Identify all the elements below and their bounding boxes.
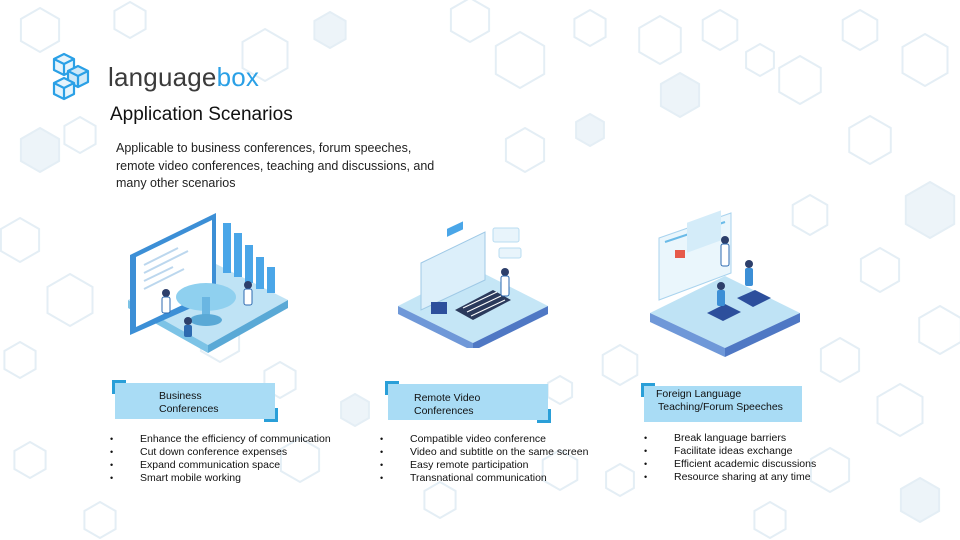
hexagon-shape — [46, 272, 94, 328]
hexagon-shape — [546, 374, 574, 406]
hexagon-shape — [113, 0, 147, 40]
hexagon-shape — [876, 382, 924, 438]
list-item: Easy remote participation — [380, 459, 588, 472]
hexagon-shape — [83, 500, 117, 540]
hexagon-shape — [0, 216, 41, 264]
hexagon-shape — [659, 71, 701, 119]
hexagon-shape — [241, 27, 289, 83]
list-item: Efficient academic discussions — [644, 458, 816, 471]
brand-logo: languagebox — [46, 48, 276, 104]
card-corner-bottom-right — [537, 409, 551, 423]
list-item: Transnational communication — [380, 472, 588, 485]
hexagon-shape — [848, 114, 892, 166]
business-meeting-illustration — [118, 205, 298, 355]
list-item: Smart mobile working — [110, 472, 331, 485]
scenario-bullets-business: Enhance the efficiency of communication … — [110, 433, 331, 485]
scenario-title-teaching: Foreign Language Teaching/Forum Speeches — [656, 388, 783, 413]
hexagon-shape — [19, 126, 61, 174]
intro-text: Applicable to business conferences, foru… — [116, 141, 435, 190]
hexagon-shape — [504, 126, 546, 174]
scenario-title-business: Business Conferences — [159, 390, 219, 415]
hexagon-shape — [901, 32, 949, 88]
hexagon-shape — [313, 10, 347, 50]
brand-name-part1: language — [108, 62, 217, 92]
hexagon-shape — [819, 336, 861, 384]
brand-wordmark: languagebox — [108, 62, 259, 93]
hexagon-shape — [791, 193, 829, 237]
hexagon-shape — [601, 343, 639, 387]
card-corner-top-left — [385, 381, 399, 395]
scenario-card-remote-video: Remote Video Conferences — [385, 381, 551, 423]
hexagon-shape — [423, 480, 457, 520]
card-corner-bottom-right — [264, 408, 278, 422]
hexagon-shape — [809, 446, 851, 494]
hexagon-shape — [263, 360, 297, 400]
hexagon-shape — [638, 14, 682, 66]
hexagon-shape — [841, 8, 879, 52]
hexagon-shape — [918, 304, 960, 356]
hexagon-shape — [340, 392, 370, 428]
hexagon-shape — [859, 246, 901, 294]
teaching-forum-illustration — [645, 208, 805, 358]
hexagon-shape — [701, 8, 739, 52]
list-item: Cut down conference expenses — [110, 446, 331, 459]
scenario-title-remote-video: Remote Video Conferences — [414, 392, 481, 417]
brand-name-part2: box — [216, 62, 260, 92]
hexagon-shape — [605, 462, 635, 498]
list-item: Enhance the efficiency of communication — [110, 433, 331, 446]
list-item: Expand communication space — [110, 459, 331, 472]
scenario-bullets-remote-video: Compatible video conference Video and su… — [380, 433, 588, 485]
scenario-card-teaching: Foreign Language Teaching/Forum Speeches — [641, 383, 802, 422]
hexagon-shape — [899, 476, 941, 524]
list-item: Compatible video conference — [380, 433, 588, 446]
card-corner-top-left — [112, 380, 126, 394]
hexagon-shape — [494, 30, 546, 90]
page-title: Application Scenarios — [110, 104, 293, 125]
list-item: Resource sharing at any time — [644, 471, 816, 484]
hexagon-shape — [13, 440, 47, 480]
hexagon-shape — [573, 8, 607, 48]
hexagon-shape — [3, 340, 37, 380]
hexagon-shape — [745, 42, 775, 78]
hexagon-shape — [778, 54, 822, 106]
cube-cluster-icon — [52, 52, 90, 101]
list-item: Break language barriers — [644, 432, 816, 445]
card-corner-top-left — [641, 383, 655, 397]
video-conference-illustration — [393, 218, 553, 348]
hexagon-shape — [19, 6, 61, 54]
hexagon-shape — [63, 115, 97, 155]
list-item: Video and subtitle on the same screen — [380, 446, 588, 459]
list-item: Facilitate ideas exchange — [644, 445, 816, 458]
scenario-card-business: Business Conferences — [112, 380, 278, 422]
hexagon-shape — [449, 0, 491, 44]
hexagon-shape — [753, 500, 787, 540]
hexagon-shape — [575, 112, 605, 148]
scenario-bullets-teaching: Break language barriers Facilitate ideas… — [644, 432, 816, 484]
hexagon-shape — [904, 180, 956, 240]
